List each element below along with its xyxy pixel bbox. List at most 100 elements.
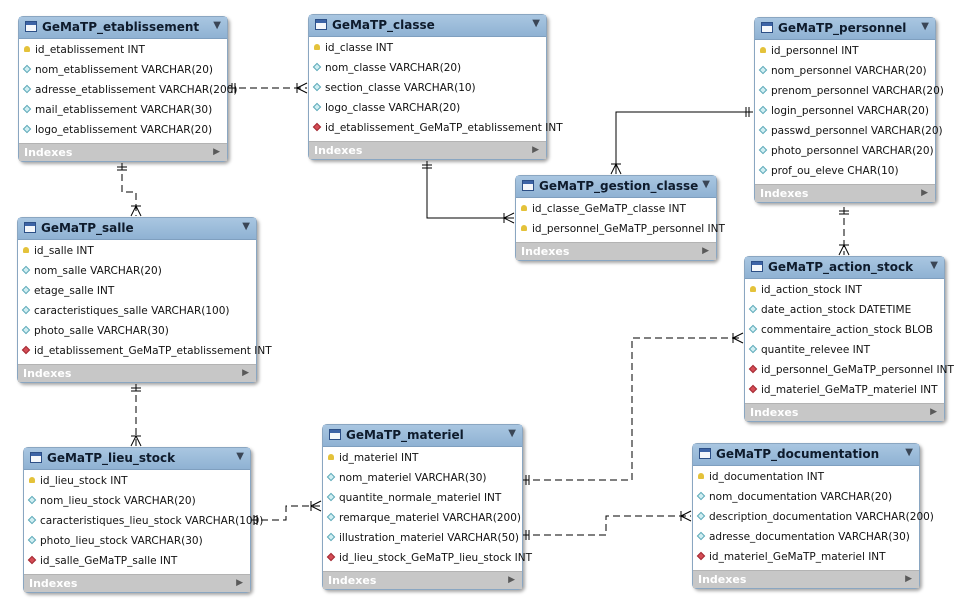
indexes-bar[interactable]: Indexes▶ <box>24 574 250 592</box>
table-header[interactable]: GeMaTP_action_stock▼ <box>745 257 944 279</box>
column-row[interactable]: nom_classe VARCHAR(20) <box>309 58 546 78</box>
indexes-bar[interactable]: Indexes▶ <box>693 570 919 588</box>
expand-arrow-icon[interactable]: ▶ <box>236 578 243 588</box>
indexes-bar[interactable]: Indexes▶ <box>19 143 227 161</box>
table-header[interactable]: GeMaTP_lieu_stock▼ <box>24 448 250 470</box>
table-documentation[interactable]: GeMaTP_documentation▼id_documentation IN… <box>692 443 934 589</box>
column-row[interactable]: remarque_materiel VARCHAR(200) <box>323 508 522 528</box>
indexes-bar[interactable]: Indexes▶ <box>516 242 716 260</box>
many-mark <box>732 337 744 344</box>
column-row[interactable]: mail_etablissement VARCHAR(30) <box>19 100 227 120</box>
column-row[interactable]: nom_lieu_stock VARCHAR(20) <box>24 491 250 511</box>
table-header[interactable]: GeMaTP_etablissement▼ <box>19 17 227 39</box>
table-gestion-classe[interactable]: GeMaTP_gestion_classe▼id_classe_GeMaTP_c… <box>515 175 725 261</box>
table-header[interactable]: GeMaTP_salle▼ <box>18 218 256 240</box>
indexes-bar[interactable]: Indexes▶ <box>745 403 944 421</box>
indexes-bar[interactable]: Indexes▶ <box>323 571 522 589</box>
column-row[interactable]: nom_personnel VARCHAR(20) <box>755 61 935 81</box>
expand-arrow-icon[interactable]: ▶ <box>930 407 937 417</box>
table-header[interactable]: GeMaTP_personnel▼ <box>755 18 935 40</box>
table-header[interactable]: GeMaTP_documentation▼ <box>693 444 919 466</box>
column-row[interactable]: nom_salle VARCHAR(20) <box>18 261 256 281</box>
column-row[interactable]: illustration_materiel VARCHAR(50) <box>323 528 522 548</box>
column-row[interactable]: adresse_etablissement VARCHAR(200) <box>19 80 237 100</box>
table-header[interactable]: GeMaTP_materiel▼ <box>323 425 522 447</box>
column-row[interactable]: date_action_stock DATETIME <box>745 300 944 320</box>
column-row[interactable]: commentaire_action_stock BLOB <box>745 320 944 340</box>
column-row[interactable]: nom_documentation VARCHAR(20) <box>693 487 919 507</box>
table-etablissement[interactable]: GeMaTP_etablissement▼id_etablissement IN… <box>18 16 237 162</box>
column-row[interactable]: photo_personnel VARCHAR(20) <box>755 141 935 161</box>
column-row[interactable]: prenom_personnel VARCHAR(20) <box>755 81 944 101</box>
column-row[interactable]: id_personnel_GeMaTP_personnel INT <box>516 219 725 239</box>
column-row[interactable]: id_classe INT <box>309 38 546 58</box>
collapse-arrow-icon[interactable]: ▼ <box>242 221 250 232</box>
column-row[interactable]: photo_lieu_stock VARCHAR(30) <box>24 531 250 551</box>
primary-key-icon <box>29 477 35 483</box>
many-mark <box>843 244 850 256</box>
column-row[interactable]: logo_etablissement VARCHAR(20) <box>19 120 227 140</box>
column-row[interactable]: id_etablissement INT <box>19 40 227 60</box>
collapse-arrow-icon[interactable]: ▼ <box>930 260 938 271</box>
column-row[interactable]: nom_etablissement VARCHAR(20) <box>19 60 227 80</box>
table-personnel[interactable]: GeMaTP_personnel▼ id_personnel INT nom_per… <box>754 17 944 203</box>
collapse-arrow-icon[interactable]: ▼ <box>236 451 244 462</box>
column-row[interactable]: nom_materiel VARCHAR(30) <box>323 468 522 488</box>
indexes-bar[interactable]: Indexes▶ <box>755 184 935 202</box>
indexes-bar[interactable]: Indexes▶ <box>309 141 546 159</box>
column-row[interactable]: id_action_stock INT <box>745 280 944 300</box>
column-row[interactable]: description_documentation VARCHAR(200) <box>693 507 934 527</box>
collapse-arrow-icon[interactable]: ▼ <box>532 18 540 29</box>
expand-arrow-icon[interactable]: ▶ <box>702 246 709 256</box>
column-row[interactable]: etage_salle INT <box>18 281 256 301</box>
expand-arrow-icon[interactable]: ▶ <box>921 188 928 198</box>
column-row[interactable]: id_etablissement_GeMaTP_etablissement IN… <box>309 118 563 138</box>
column-row[interactable]: photo_salle VARCHAR(30) <box>18 321 256 341</box>
table-header[interactable]: GeMaTP_gestion_classe▼ <box>516 176 716 198</box>
column-row[interactable]: id_salle INT <box>18 241 256 261</box>
column-row[interactable]: section_classe VARCHAR(10) <box>309 78 546 98</box>
collapse-arrow-icon[interactable]: ▼ <box>508 428 516 439</box>
column-row[interactable]: prof_ou_eleve CHAR(10) <box>755 161 935 181</box>
column-row[interactable]: passwd_personnel VARCHAR(20) <box>755 121 943 141</box>
column-row[interactable]: id_lieu_stock INT <box>24 471 250 491</box>
column-row[interactable]: id_materiel_GeMaTP_materiel INT <box>693 547 919 567</box>
column-row[interactable]: id_materiel_GeMaTP_materiel INT <box>745 380 944 400</box>
expand-arrow-icon[interactable]: ▶ <box>532 145 539 155</box>
expand-arrow-icon[interactable]: ▶ <box>213 147 220 157</box>
column-label: id_personnel INT <box>771 45 859 57</box>
column-label: id_materiel_GeMaTP_materiel INT <box>709 551 886 563</box>
indexes-bar[interactable]: Indexes▶ <box>18 364 256 382</box>
column-row[interactable]: id_classe_GeMaTP_classe INT <box>516 199 716 219</box>
table-header[interactable]: GeMaTP_classe▼ <box>309 15 546 37</box>
column-icon <box>27 515 37 525</box>
collapse-arrow-icon[interactable]: ▼ <box>213 20 221 31</box>
column-row[interactable]: login_personnel VARCHAR(20) <box>755 101 935 121</box>
column-row[interactable]: quantite_normale_materiel INT <box>323 488 522 508</box>
column-row[interactable]: id_personnel INT <box>755 41 935 61</box>
collapse-arrow-icon[interactable]: ▼ <box>921 21 929 32</box>
expand-arrow-icon[interactable]: ▶ <box>508 575 515 585</box>
column-row[interactable]: id_materiel INT <box>323 448 522 468</box>
collapse-arrow-icon[interactable]: ▼ <box>702 179 710 190</box>
column-row[interactable]: adresse_documentation VARCHAR(30) <box>693 527 919 547</box>
column-row[interactable]: id_salle_GeMaTP_salle INT <box>24 551 250 571</box>
column-row[interactable]: id_lieu_stock_GeMaTP_lieu_stock INT <box>323 548 532 568</box>
column-row[interactable]: caracteristiques_lieu_stock VARCHAR(100) <box>24 511 263 531</box>
column-row[interactable]: quantite_relevee INT <box>745 340 944 360</box>
column-label: id_personnel_GeMaTP_personnel INT <box>532 223 725 235</box>
column-row[interactable]: caracteristiques_salle VARCHAR(100) <box>18 301 256 321</box>
column-row[interactable]: logo_classe VARCHAR(20) <box>309 98 546 118</box>
column-row[interactable]: id_etablissement_GeMaTP_etablissement IN… <box>18 341 272 361</box>
column-icon <box>758 85 768 95</box>
expand-arrow-icon[interactable]: ▶ <box>242 368 249 378</box>
expand-arrow-icon[interactable]: ▶ <box>905 574 912 584</box>
column-row[interactable]: id_documentation INT <box>693 467 919 487</box>
column-row[interactable]: id_personnel_GeMaTP_personnel INT <box>745 360 954 380</box>
collapse-arrow-icon[interactable]: ▼ <box>905 447 913 458</box>
